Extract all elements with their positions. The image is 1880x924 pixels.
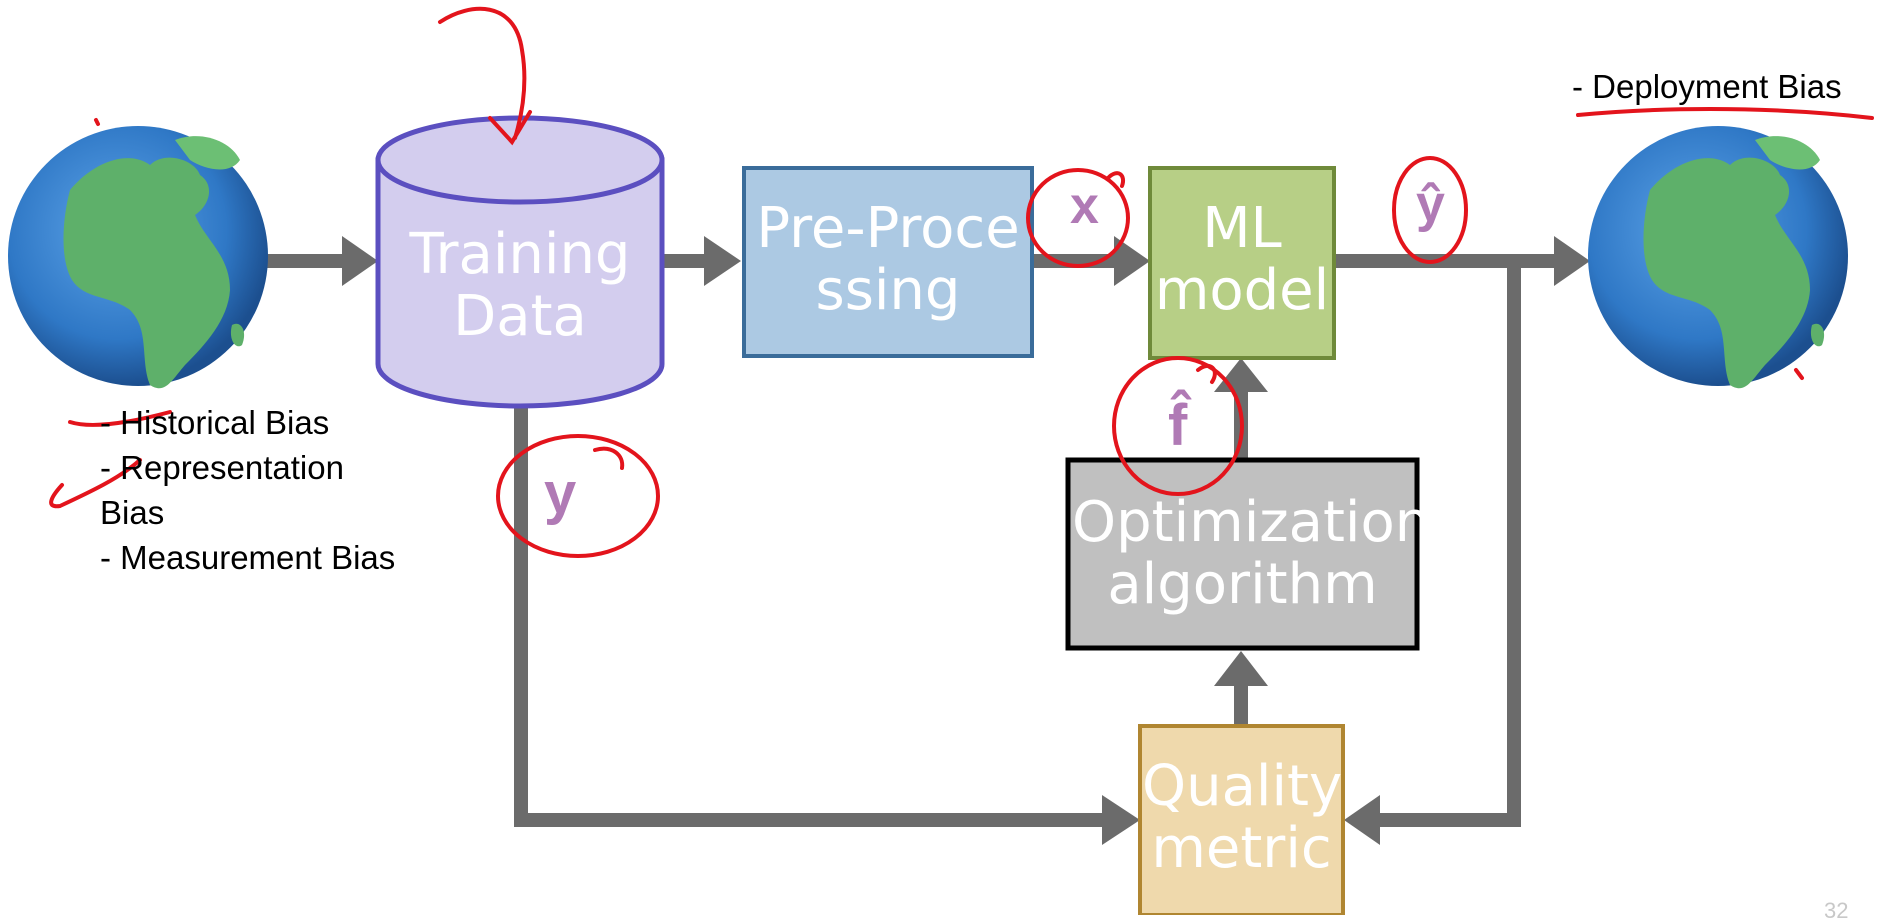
annotation-circle-fhat: [1112, 356, 1244, 496]
annotation-circle-y: [496, 434, 660, 558]
measurement-bias-text: - Measurement Bias: [100, 539, 396, 576]
variable-y: y: [544, 461, 577, 526]
annotation-arrow-to-training-data: [438, 6, 532, 146]
arrow-earth-to-training-data: [265, 236, 378, 286]
arrow-labels-to-quality: [514, 406, 1140, 845]
arrow-quality-to-optimization: [1214, 651, 1268, 725]
annotation-circle-x: [1026, 168, 1130, 268]
deployment-bias-text: - Deployment Bias: [1572, 68, 1842, 105]
optimization-box: [1065, 457, 1420, 651]
training-data-label: Training Data: [409, 222, 631, 349]
representation-bias-text-line2: Bias: [100, 494, 165, 531]
earth-globe-source: [8, 126, 268, 389]
annotation-underline-deployment: [1576, 107, 1874, 120]
training-data-cylinder: [375, 115, 665, 409]
annotation-strike-representation: [49, 458, 142, 509]
annotation-circle-yhat: [1392, 156, 1468, 264]
quality-metric-label: Quality metric: [1142, 754, 1343, 881]
preprocessing-box: [742, 166, 1034, 358]
page-number: 32: [1824, 898, 1849, 923]
historical-bias-text: - Historical Bias: [100, 404, 330, 441]
connector-arrows: [265, 236, 1590, 845]
representation-bias-text-line1: - Representation: [100, 449, 344, 486]
arrow-output-to-quality: [1344, 261, 1521, 845]
earth-globe-deployment: [1588, 126, 1848, 389]
optimization-label: Optimization algorithm: [1072, 490, 1431, 617]
annotation-strike-historical: [68, 410, 172, 427]
variable-f-hat: f̂: [1168, 393, 1188, 458]
handwritten-annotations: [49, 6, 1874, 558]
preprocessing-label: Pre-Processing: [756, 196, 1020, 323]
variable-x: x: [1070, 177, 1099, 235]
arrow-training-to-preprocessing: [664, 236, 741, 286]
variable-y-hat: ŷ: [1416, 175, 1445, 233]
arrow-preprocessing-to-model: [1033, 236, 1150, 286]
quality-metric-box: [1138, 724, 1345, 917]
arrow-model-to-world: [1335, 236, 1590, 286]
ml-model-box: [1148, 166, 1336, 360]
ml-model-label: ML model: [1154, 196, 1330, 323]
